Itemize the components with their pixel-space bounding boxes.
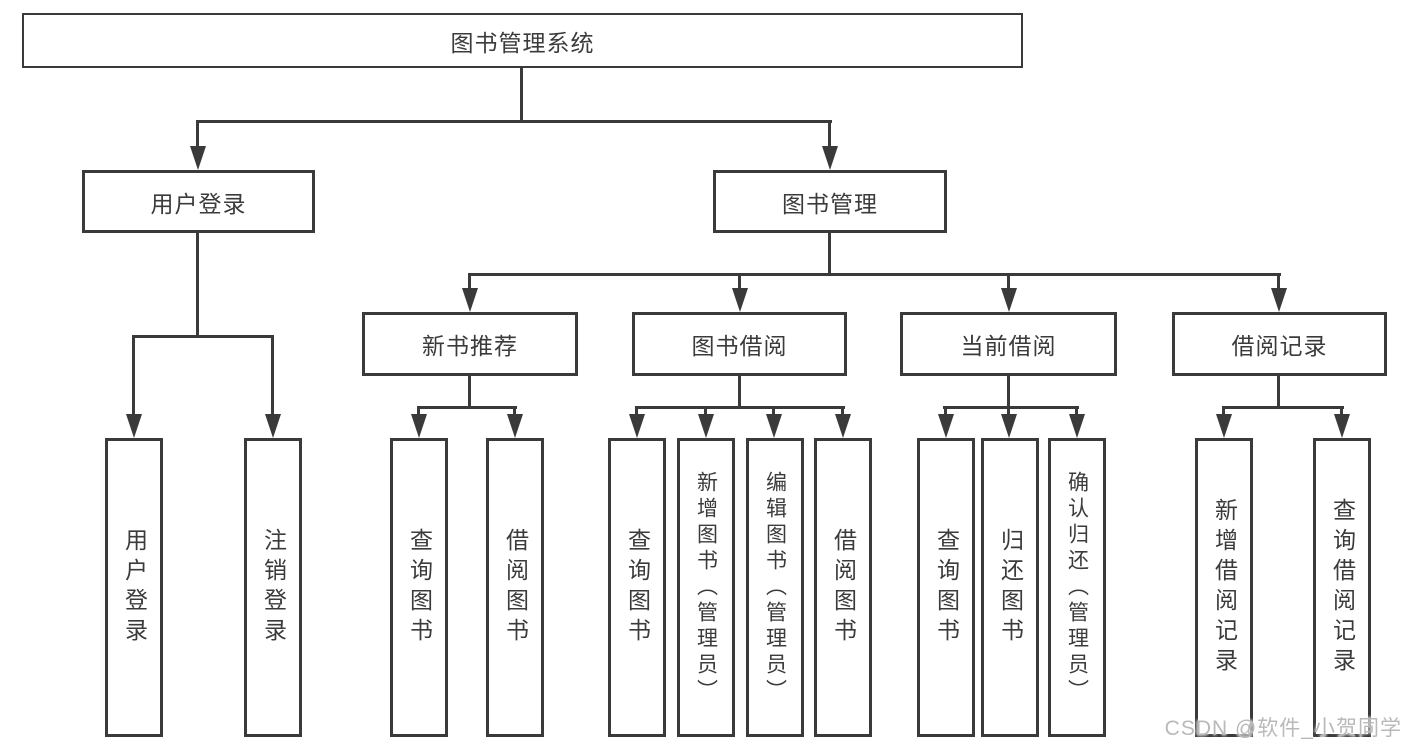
arrowhead-add-borrow-record [1216, 414, 1232, 438]
leaf-user-login: 用户登录 [105, 438, 163, 737]
connector-records-drop [1277, 273, 1280, 292]
connector-borrow-drop [738, 273, 741, 292]
arrowhead-records [1271, 288, 1287, 312]
connector-book-mgmt-stem [828, 233, 831, 276]
arrowhead-current [1001, 288, 1017, 312]
leaf-query-books-borrow-label: 查询图书 [624, 527, 651, 648]
arrowhead-query-books-recommend [411, 414, 427, 438]
arrowhead-user-login [190, 146, 206, 170]
connector-leaf-drop-1 [417, 406, 420, 420]
leaf-query-borrow-record-label: 查询借阅记录 [1329, 497, 1356, 678]
connector-leaf-drop-3 [635, 406, 638, 420]
node-library-system-label: 图书管理系统 [450, 29, 595, 56]
leaf-borrow-books-recommend-label: 借阅图书 [502, 527, 529, 648]
node-book-borrowing-label: 图书借阅 [691, 333, 788, 359]
leaf-borrow-books-label: 借阅图书 [830, 527, 857, 648]
node-user-login: 用户登录 [82, 170, 315, 233]
connector-current-stem [1007, 376, 1010, 409]
node-borrowing-records: 借阅记录 [1172, 312, 1387, 376]
connector-current-drop [1007, 273, 1010, 292]
connector-leaf-login-drop [132, 335, 135, 420]
arrowhead-edit-books-admin [766, 414, 782, 438]
connector-borrow-distributor [635, 406, 845, 409]
leaf-logout: 注销登录 [244, 438, 302, 737]
leaf-query-borrow-record: 查询借阅记录 [1313, 438, 1371, 737]
leaf-edit-books-admin-label: 编辑图书（管理员） [763, 470, 787, 705]
connector-current-distributor [943, 406, 1079, 409]
node-library-system: 图书管理系统 [22, 13, 1023, 68]
connector-user-login-stem [196, 233, 199, 338]
leaf-query-books-current-label: 查询图书 [933, 527, 960, 648]
leaf-add-borrow-record: 新增借阅记录 [1195, 438, 1253, 737]
arrowhead-borrow [732, 288, 748, 312]
leaf-confirm-return-admin-label: 确认归还（管理员） [1065, 470, 1089, 705]
node-book-borrowing: 图书借阅 [632, 312, 847, 376]
connector-recommend-drop [468, 273, 471, 292]
leaf-query-books-recommend-label: 查询图书 [406, 527, 433, 648]
connector-leaf-drop-6 [841, 406, 844, 420]
leaf-edit-books-admin: 编辑图书（管理员） [746, 438, 804, 737]
node-borrowing-records-label: 借阅记录 [1231, 333, 1328, 359]
csdn-watermark: CSDN @软件_小贺同学 [1164, 717, 1402, 740]
arrowhead-borrow-books-recommend [507, 414, 523, 438]
leaf-confirm-return-admin: 确认归还（管理员） [1048, 438, 1106, 737]
leaf-query-books-recommend: 查询图书 [390, 438, 448, 737]
node-new-book-recommend-label: 新书推荐 [422, 333, 518, 359]
node-user-login-label: 用户登录 [150, 190, 247, 217]
connector-level1-distributor [196, 120, 832, 123]
leaf-add-books-admin: 新增图书（管理员） [677, 438, 735, 737]
connector-borrow-stem [738, 376, 741, 409]
leaf-logout-label: 注销登录 [260, 527, 287, 648]
connector-leaf-drop-7 [944, 406, 947, 420]
arrowhead-leaf-logout [265, 414, 281, 438]
arrowhead-recommend [462, 288, 478, 312]
connector-recommend-distributor [417, 406, 517, 409]
connector-recommend-stem [468, 376, 471, 409]
leaf-borrow-books: 借阅图书 [814, 438, 872, 737]
leaf-return-books-label: 归还图书 [997, 527, 1024, 648]
arrowhead-book-mgmt [822, 146, 838, 170]
connector-records-distributor [1222, 406, 1344, 409]
leaf-return-books: 归还图书 [981, 438, 1039, 737]
leaf-add-borrow-record-label: 新增借阅记录 [1211, 497, 1238, 678]
node-new-book-recommend: 新书推荐 [362, 312, 578, 376]
connector-leaf-drop-9 [1075, 406, 1078, 420]
connector-leaf-drop-5 [772, 406, 775, 420]
connector-level2-distributor [468, 273, 1281, 276]
connector-user-login-distributor [132, 335, 274, 338]
connector-root-stem [520, 68, 523, 123]
connector-records-stem [1277, 376, 1280, 409]
arrowhead-query-books-borrow [629, 414, 645, 438]
node-book-management: 图书管理 [713, 170, 947, 233]
node-current-borrowing: 当前借阅 [900, 312, 1117, 376]
connector-leaf-logout-drop [271, 335, 274, 420]
leaf-borrow-books-recommend: 借阅图书 [486, 438, 544, 737]
node-current-borrowing-label: 当前借阅 [960, 333, 1057, 359]
arrowhead-add-books-admin [698, 414, 714, 438]
arrowhead-query-books-current [938, 414, 954, 438]
leaf-query-books-borrow: 查询图书 [608, 438, 666, 737]
connector-book-mgmt-drop [828, 120, 831, 150]
arrowhead-borrow-books [835, 414, 851, 438]
connector-leaf-drop-2 [513, 406, 516, 420]
connector-user-login-drop [196, 120, 199, 150]
connector-leaf-drop-4 [704, 406, 707, 420]
leaf-query-books-current: 查询图书 [917, 438, 975, 737]
leaf-user-login-label: 用户登录 [121, 527, 148, 648]
leaf-add-books-admin-label: 新增图书（管理员） [694, 470, 718, 705]
connector-leaf-drop-8 [1007, 406, 1010, 420]
connector-leaf-drop-10 [1222, 406, 1225, 420]
connector-leaf-drop-11 [1340, 406, 1343, 420]
arrowhead-query-borrow-record [1334, 414, 1350, 438]
arrowhead-return-books [1001, 414, 1017, 438]
arrowhead-confirm-return-admin [1069, 414, 1085, 438]
node-book-management-label: 图书管理 [782, 190, 878, 217]
arrowhead-leaf-login [126, 414, 142, 438]
